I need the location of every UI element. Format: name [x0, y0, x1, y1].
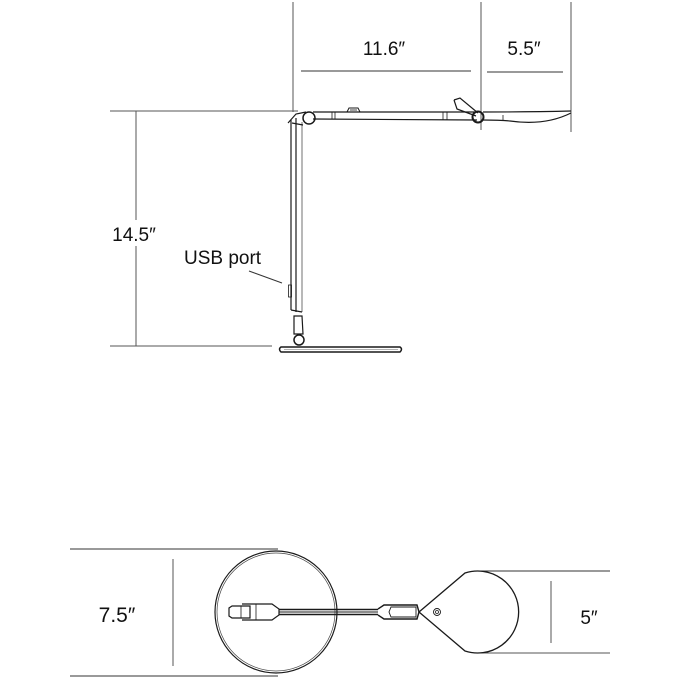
head-connector	[377, 604, 420, 620]
base-connector	[228, 603, 280, 621]
usb-port-leader-line	[248, 270, 283, 284]
lower-joint	[293, 315, 305, 346]
horizontal-dimension-extension-lines	[292, 2, 572, 132]
arm-top	[279, 608, 378, 616]
arm-length-label: 11.6″	[363, 39, 406, 60]
head-diameter-dimension: 5″	[475, 570, 610, 654]
lamp-post	[288, 118, 303, 313]
arm-length-dimension: 11.6″	[301, 39, 471, 72]
height-label-background	[108, 220, 164, 246]
height-dimension: 14.5″	[108, 110, 298, 347]
usb-port-callout: USB port	[184, 248, 283, 284]
base-diameter-dimension: 7.5″	[70, 548, 278, 677]
lamp-base-side	[278, 346, 403, 353]
arm-switch	[346, 107, 361, 113]
head-length-label: 5.5″	[507, 39, 540, 60]
shoulder-joint	[287, 111, 316, 126]
usb-port-slot	[288, 284, 292, 298]
head-pivot-icon	[433, 608, 441, 616]
elbow-joint	[453, 97, 485, 124]
lamp-side-drawing	[278, 97, 572, 353]
head-diameter-label: 5″	[580, 608, 598, 629]
base-diameter-label: 7.5″	[99, 604, 136, 627]
lamp-head-top	[417, 570, 520, 654]
usb-port-label: USB port	[184, 248, 262, 269]
lamp-head-side	[482, 110, 572, 123]
top-view: 7.5″ 5″	[70, 548, 610, 677]
side-view: 11.6″ 5.5″ 14.5″ USB port	[108, 2, 572, 353]
elbow-hinge-icon	[471, 110, 485, 124]
height-label: 14.5″	[112, 225, 156, 246]
lamp-top-drawing	[214, 550, 520, 674]
lamp-arm	[312, 107, 478, 121]
lower-hinge-icon	[293, 334, 305, 346]
head-length-dimension: 5.5″	[487, 39, 563, 73]
shoulder-hinge-icon	[302, 111, 316, 125]
